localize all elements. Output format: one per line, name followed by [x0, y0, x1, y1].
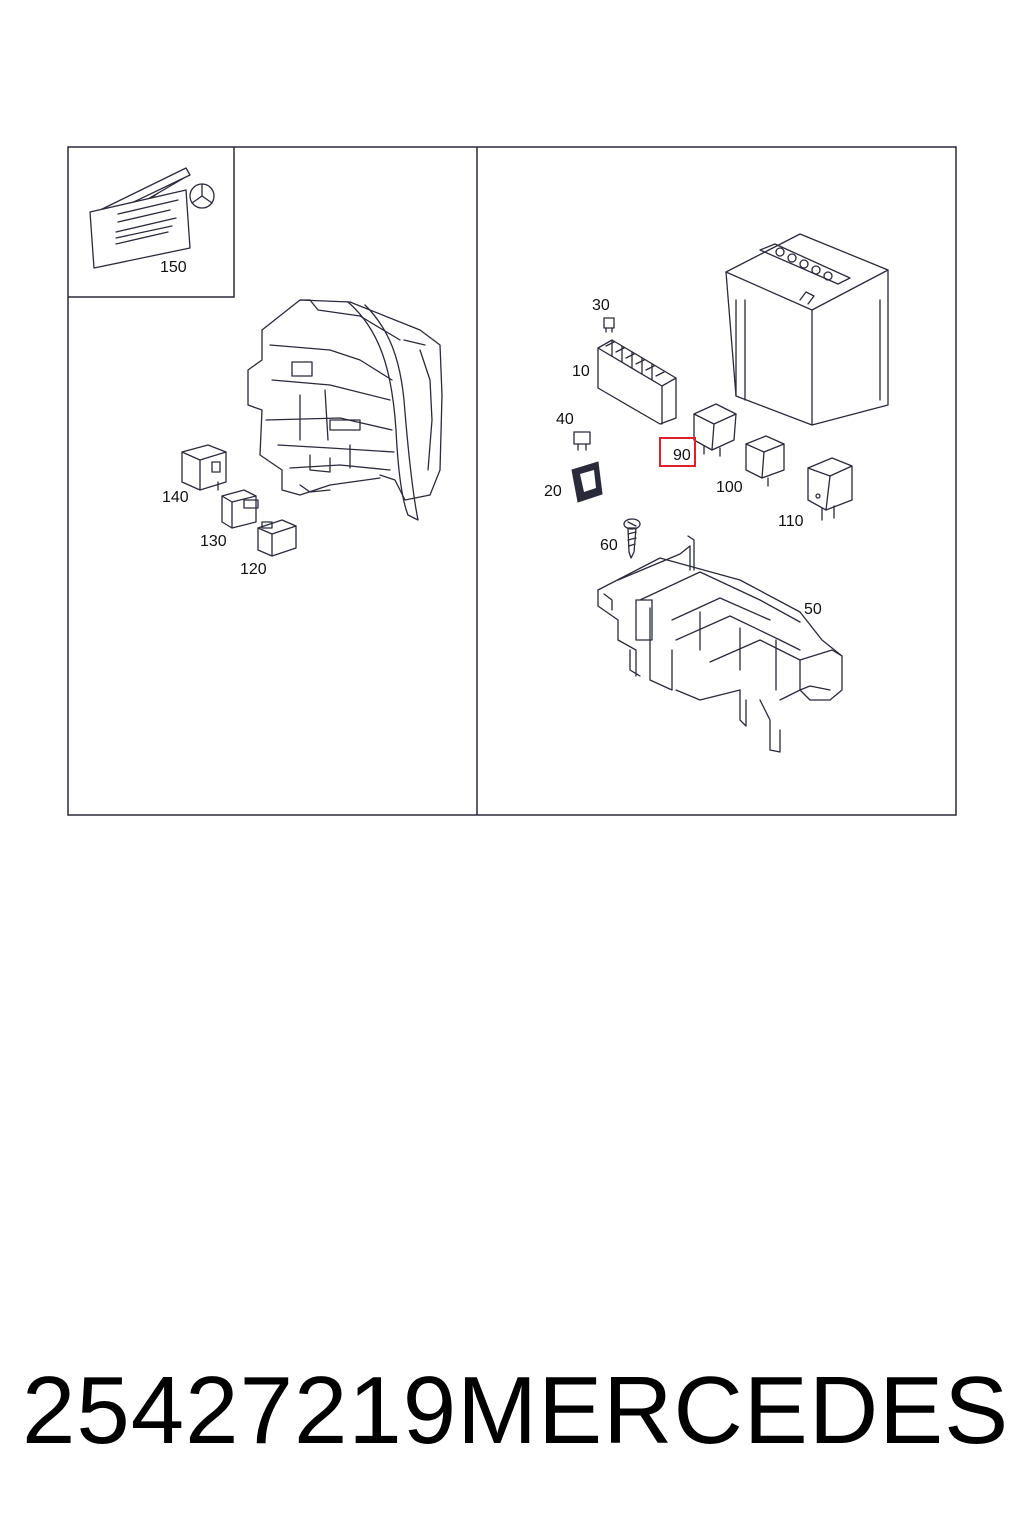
callout-100: 100 — [716, 479, 743, 496]
battery-drawing — [725, 233, 889, 426]
diagram-frame — [67, 146, 957, 816]
caption-bar: 25427219 MERCEDES — [0, 1356, 1024, 1466]
callout-90: 90 — [673, 447, 691, 464]
part-number: 25427219 — [22, 1357, 458, 1464]
callout-110: 110 — [778, 513, 804, 530]
relay-120-drawing — [257, 519, 297, 557]
fuse-holder-20-drawing — [571, 461, 603, 503]
callout-40: 40 — [556, 411, 574, 428]
fuse-30-drawing — [603, 317, 615, 333]
callout-20: 20 — [544, 483, 562, 500]
screw-60-drawing — [623, 518, 641, 559]
callout-120: 120 — [240, 561, 267, 578]
callout-60: 60 — [600, 537, 618, 554]
callout-90-highlight — [659, 437, 696, 467]
relay-90-drawing — [693, 403, 737, 457]
parts-diagram: 150 140 130 — [67, 146, 957, 816]
callout-150: 150 — [160, 259, 187, 276]
brand-name: MERCEDES — [457, 1357, 1010, 1464]
inset-box — [68, 147, 235, 298]
label-booklet-drawing — [89, 167, 215, 269]
relay-110-drawing — [807, 457, 853, 521]
callout-140: 140 — [162, 489, 189, 506]
callout-130: 130 — [200, 533, 227, 550]
callout-30: 30 — [592, 297, 610, 314]
fuse-box-10-drawing — [597, 339, 677, 425]
relay-100-drawing — [745, 435, 785, 487]
bracket-50-drawing — [597, 535, 843, 753]
callout-10: 10 — [572, 363, 590, 380]
relay-140-drawing — [181, 444, 227, 491]
callout-50: 50 — [804, 601, 822, 618]
fuse-40-drawing — [573, 431, 591, 451]
housing-drawing — [247, 299, 443, 521]
relay-130-drawing — [221, 489, 259, 529]
